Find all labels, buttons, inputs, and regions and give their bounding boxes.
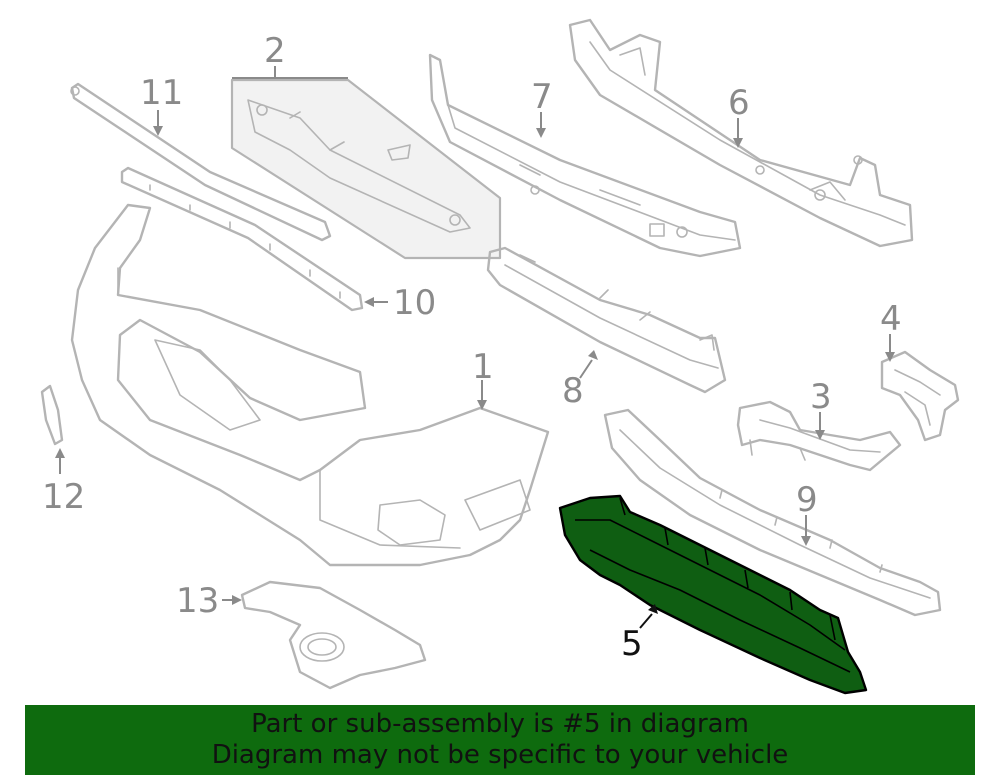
info-banner: Part or sub-assembly is #5 in diagram Di… xyxy=(25,705,975,775)
part-10-bracket-strip xyxy=(120,166,364,312)
banner-line-1: Part or sub-assembly is #5 in diagram xyxy=(251,709,749,739)
callout-3: 3 xyxy=(810,377,832,417)
callout-labels: 1 2 3 4 5 6 7 8 9 10 11 12 13 xyxy=(42,31,902,664)
part-5-highlighted-absorber xyxy=(558,494,868,695)
part-9-lower-rail xyxy=(603,408,942,617)
exploded-parts-diagram: 1 2 3 4 5 6 7 8 9 10 11 12 13 xyxy=(40,18,960,695)
part-2-shaded-panel xyxy=(230,78,502,260)
leader-lines xyxy=(55,66,895,629)
callout-5: 5 xyxy=(621,624,643,664)
callout-2: 2 xyxy=(264,31,286,71)
callout-13: 13 xyxy=(176,581,219,621)
part-11-strip xyxy=(70,82,332,242)
callout-11: 11 xyxy=(140,73,183,113)
part-7-absorber-bar xyxy=(428,53,742,258)
callout-8: 8 xyxy=(562,371,584,411)
part-12-clip xyxy=(40,384,64,446)
callout-6: 6 xyxy=(728,83,750,123)
part-6-reinforcement-beam xyxy=(568,18,914,248)
part-1-bumper-cover xyxy=(70,203,550,567)
callout-10: 10 xyxy=(393,283,436,323)
callout-1: 1 xyxy=(472,347,494,387)
callout-7: 7 xyxy=(531,77,553,117)
banner-line-2: Diagram may not be specific to your vehi… xyxy=(211,740,789,770)
part-8-mid-absorber xyxy=(486,246,727,394)
part-4-side-bracket xyxy=(880,350,960,442)
callout-12: 12 xyxy=(42,477,85,517)
callout-4: 4 xyxy=(880,299,902,339)
callout-9: 9 xyxy=(796,480,818,520)
part-13-fog-bezel xyxy=(240,580,427,690)
